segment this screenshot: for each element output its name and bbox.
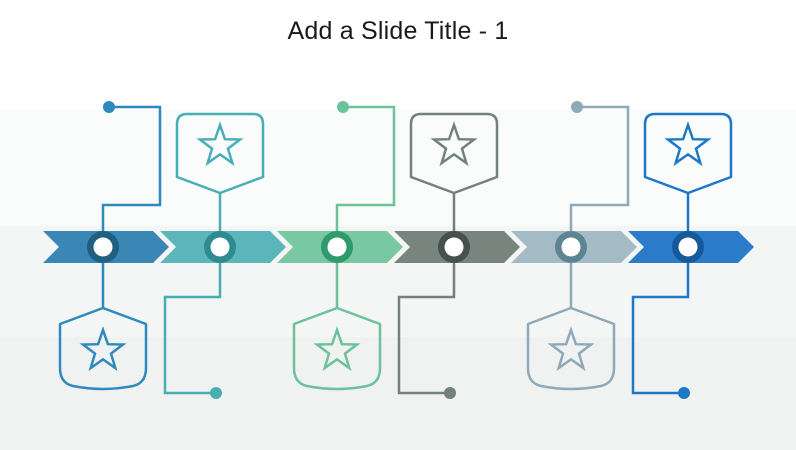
timeline-step-1 [43, 101, 169, 391]
timeline-dot[interactable] [210, 387, 222, 399]
star-icon [430, 121, 478, 167]
badge-shield[interactable] [292, 306, 382, 391]
step-node-center [561, 237, 581, 257]
step-node-center [210, 237, 230, 257]
badge-shield[interactable] [175, 112, 265, 195]
background-band [0, 0, 796, 110]
timeline-step-6 [628, 112, 754, 399]
connector-line[interactable] [163, 193, 222, 395]
step-node-center [444, 237, 464, 257]
star-icon [547, 326, 595, 372]
star-icon [313, 326, 361, 372]
background-band [0, 110, 796, 226]
connector-line[interactable] [397, 193, 456, 395]
connector-line[interactable] [631, 193, 690, 395]
timeline-dot[interactable] [571, 101, 583, 113]
timeline-step-4 [394, 112, 520, 399]
badge-shield[interactable] [409, 112, 499, 195]
timeline-dot[interactable] [103, 101, 115, 113]
step-node-center [93, 237, 113, 257]
timeline-step-5 [511, 101, 637, 391]
star-icon [79, 326, 127, 372]
badge-shield[interactable] [526, 306, 616, 391]
connector-line[interactable] [101, 105, 162, 308]
badge-shield[interactable] [643, 112, 733, 195]
step-node-center [678, 237, 698, 257]
timeline-dot[interactable] [444, 387, 456, 399]
connector-line[interactable] [569, 105, 630, 308]
connector-line[interactable] [335, 105, 396, 308]
timeline-step-3 [277, 101, 403, 391]
star-icon [196, 121, 244, 167]
star-icon [664, 121, 712, 167]
timeline-dot[interactable] [337, 101, 349, 113]
timeline-step-2 [160, 112, 286, 399]
slide-title[interactable]: Add a Slide Title - 1 [287, 17, 509, 45]
badge-shield[interactable] [58, 306, 148, 391]
timeline-dot[interactable] [678, 387, 690, 399]
step-node-center [327, 237, 347, 257]
